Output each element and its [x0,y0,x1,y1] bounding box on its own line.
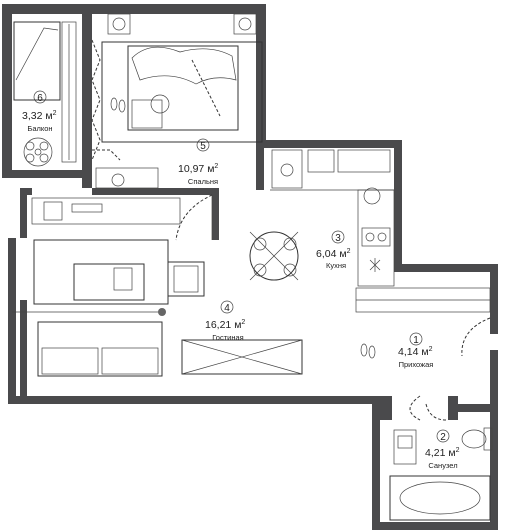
tv-line [12,308,166,316]
room-bedroom: 5 10,97 м2 Спальня [178,138,218,186]
room-bath: 2 4,21 м2 Санузел [425,429,460,470]
room-area: 6,04 м2 [316,248,351,260]
room-kitchen: 3 6,04 м2 Кухня [316,230,351,270]
nightstand-icon [107,13,257,35]
room-label: Санузел [428,461,457,470]
wardrobe-icon [181,339,303,375]
magazine-icon [113,267,133,291]
living-furniture [12,194,303,377]
bedroom-furniture [91,13,263,189]
room-number: 3 [335,233,341,244]
dog-icon [150,94,170,114]
room-area: 4,14 м2 [398,346,433,358]
slippers-icon [360,343,376,359]
room-label: Балкон [27,124,52,133]
bath-furniture [389,403,493,521]
room-number: 5 [200,141,206,152]
sofa-icon [37,321,163,377]
room-living: 4 16,21 м2 Гостиная [205,300,245,342]
dining-table-icon [249,231,299,281]
balcony-furniture [13,21,77,167]
kitchen-furniture [249,149,395,287]
room-number: 4 [224,303,230,314]
room-area: 3,32 м2 [22,110,57,122]
sink-icon [363,187,381,205]
room-area: 16,21 м2 [205,319,245,331]
toilet-icon [461,427,493,451]
room-hall: 1 4,14 м2 Прихожая [398,332,434,369]
room-number: 2 [440,432,446,443]
room-number: 6 [37,93,43,104]
room-balcony: 6 3,32 м2 Балкон [22,90,57,133]
room-label: Прихожая [399,360,434,369]
hall-furniture [355,287,491,421]
room-label: Гостиная [212,333,243,342]
plant-icon [23,137,53,167]
room-number: 1 [413,335,419,346]
slippers-icon [110,97,126,113]
star-icon [369,258,381,272]
room-area: 10,97 м2 [178,163,218,175]
bathtub-icon [389,475,491,521]
walls [2,4,498,530]
room-label: Кухня [326,261,346,270]
room-area: 4,21 м2 [425,447,460,459]
armchair-icon [167,261,205,297]
bed-icon [127,45,239,131]
room-label: Спальня [188,177,218,186]
